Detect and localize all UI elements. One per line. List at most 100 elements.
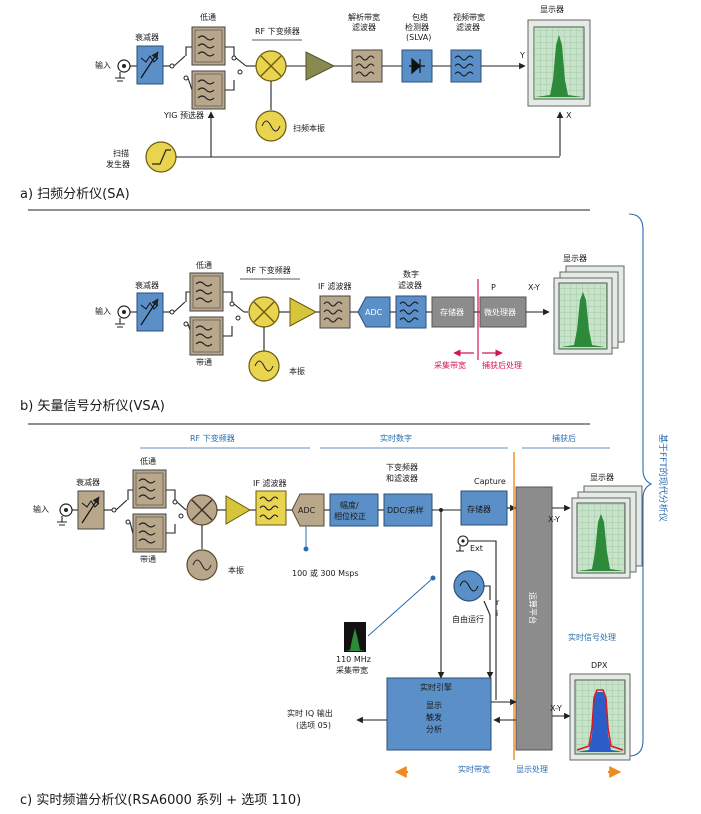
rsa-r-label: r — [496, 598, 500, 607]
sa-lowpass-label: 低通 — [200, 12, 216, 22]
sa-caption: a) 扫频分析仪(SA) — [20, 187, 130, 202]
rsa-bus-label: 运算平台 — [528, 592, 538, 624]
sa-vbw-label-2: 滤波器 — [456, 22, 480, 32]
rsa-dd-label-1: 下变频器 — [386, 462, 418, 472]
rsa-if-filter-label: IF 滤波器 — [253, 478, 287, 488]
vsa-bandpass-block — [189, 316, 224, 356]
rsa-attenuator-block — [77, 490, 105, 530]
rsa-rf-down-header: RF 下变频器 — [190, 433, 235, 443]
vsa-lowpass-label: 低通 — [196, 260, 212, 270]
rsa-iq-out-label-2: (选项 05) — [296, 720, 331, 730]
section-rsa: RF 下变频器 实时数字 捕获后 输入 衰减器 低通 — [20, 433, 643, 808]
rsa-input-connector — [57, 503, 73, 526]
vsa-if-filter-label: IF 滤波器 — [318, 281, 352, 291]
sa-detector-block — [401, 49, 433, 83]
rsa-ext-label: Ext — [470, 544, 483, 553]
rsa-free-run-oscillator — [453, 570, 485, 602]
sa-attenuator-label: 衰减器 — [135, 32, 159, 42]
sa-lo-oscillator — [255, 110, 287, 142]
rsa-acq-spectrum-thumb — [344, 622, 366, 652]
rsa-input-label: 输入 — [33, 504, 49, 514]
sa-input-connector — [115, 59, 131, 82]
vsa-digital-filter — [395, 295, 427, 329]
rsa-lowpass-label: 低通 — [140, 456, 156, 466]
rsa-display-stack — [571, 485, 643, 579]
vsa-input-connector — [115, 305, 131, 328]
rsa-ext-connector — [456, 535, 469, 552]
rsa-memory-block — [460, 490, 508, 526]
vsa-bandpass-label: 带通 — [196, 357, 212, 367]
sa-attenuator-block — [136, 45, 164, 85]
rsa-ampl-label-1: 幅度/ — [340, 500, 359, 510]
rsa-acq-bw-label-2: 采集带宽 — [336, 665, 368, 675]
rsa-mixer — [186, 494, 218, 526]
vsa-lowpass-block — [189, 272, 224, 312]
sa-input-label: 输入 — [95, 60, 111, 70]
sa-rf-down-label: RF 下变频器 — [255, 26, 300, 36]
rsa-processing-bus — [515, 486, 553, 751]
section-sa: 输入 衰减器 低通 YIG 预选器 — [20, 5, 591, 202]
sa-detector-label-3: (SLVA) — [406, 33, 431, 42]
sa-sweep-generator — [145, 141, 177, 173]
sa-rbw-label-2: 滤波器 — [352, 22, 376, 32]
sa-if-amplifier — [305, 51, 336, 81]
rsa-bandpass-block — [132, 513, 167, 553]
rsa-iq-out-label-1: 实时 IQ 输出 — [287, 708, 333, 718]
rsa-engine-label-1: 实时引擎 — [420, 682, 452, 692]
rsa-if-filter — [255, 490, 287, 526]
rsa-dpx-display — [569, 673, 631, 761]
sa-sweep-gen-label-2: 发生器 — [106, 159, 130, 169]
rsa-rt-bw-label: 实时带宽 — [458, 764, 490, 774]
rsa-lo-oscillator — [186, 549, 218, 581]
rsa-dpx-label: DPX — [591, 661, 608, 670]
sa-yig-label: YIG 预选器 — [163, 110, 204, 120]
vsa-lo-label: 本振 — [289, 366, 305, 376]
fft-bracket — [628, 213, 653, 757]
rsa-ddc-block — [383, 493, 433, 527]
rsa-lo-label: 本振 — [228, 565, 244, 575]
vsa-acq-bw-label: 采集带宽 — [434, 360, 466, 370]
sa-detector-label-1: 包络 — [412, 12, 428, 22]
vsa-microprocessor-block — [479, 296, 527, 328]
rsa-disp-proc-label: 显示处理 — [516, 764, 548, 774]
rsa-acq-bw-label-1: 110 MHz — [336, 655, 371, 664]
vsa-digital-filter-label-2: 滤波器 — [398, 280, 422, 290]
vsa-post-proc-label: 捕获后处理 — [482, 360, 522, 370]
sa-yig-block — [191, 70, 226, 110]
rsa-sample-rate-label: 100 或 300 Msps — [292, 568, 358, 578]
vsa-attenuator-block — [136, 292, 164, 332]
sa-lo-label: 扫频本振 — [293, 123, 325, 133]
sa-sweep-gen-label-1: 扫描 — [113, 148, 129, 158]
vsa-digital-filter-label-1: 数字 — [403, 269, 419, 279]
vsa-xy-label: X-Y — [528, 283, 540, 292]
rsa-rt-proc-label: 实时信号处理 — [568, 632, 616, 642]
sa-x-label: X — [566, 111, 572, 120]
rsa-realtime-digital-header: 实时数字 — [380, 433, 412, 443]
rsa-lowpass-block — [132, 469, 167, 509]
rsa-bandpass-label: 带通 — [140, 554, 156, 564]
rsa-ddc-label: DDC/采样 — [387, 505, 424, 515]
vsa-attenuator-label: 衰减器 — [135, 280, 159, 290]
sa-rbw-label-1: 解析带宽 — [348, 12, 380, 22]
rsa-ampl-label-2: 相位校正 — [334, 511, 366, 521]
vsa-memory-label: 存储器 — [440, 307, 464, 317]
sa-lowpass-block — [191, 26, 226, 66]
rsa-engine-label-3: 触发 — [426, 712, 442, 722]
vsa-rf-down-label: RF 下变频器 — [246, 265, 291, 275]
rsa-memory-label: 存储器 — [467, 504, 491, 514]
rsa-caption: c) 实时频谱分析仪(RSA6000 系列 + 选项 110) — [20, 793, 301, 808]
rsa-post-capture-header: 捕获后 — [552, 433, 576, 443]
rsa-adc-label: ADC — [298, 506, 316, 515]
rsa-xy1-label: X-Y — [548, 515, 560, 524]
vsa-if-filter — [319, 295, 351, 329]
vsa-p-label: P — [491, 283, 496, 292]
vsa-memory-block — [431, 296, 475, 328]
vsa-if-amplifier — [289, 297, 318, 327]
vsa-caption: b) 矢量信号分析仪(VSA) — [20, 399, 165, 414]
section-vsa: 输入 衰减器 低通 带通 — [20, 254, 625, 414]
sa-y-label: Y — [519, 51, 525, 60]
sa-rbw-filter — [351, 49, 383, 83]
sa-vbw-label-1: 视频带宽 — [453, 12, 485, 22]
rsa-if-amplifier — [225, 495, 251, 525]
